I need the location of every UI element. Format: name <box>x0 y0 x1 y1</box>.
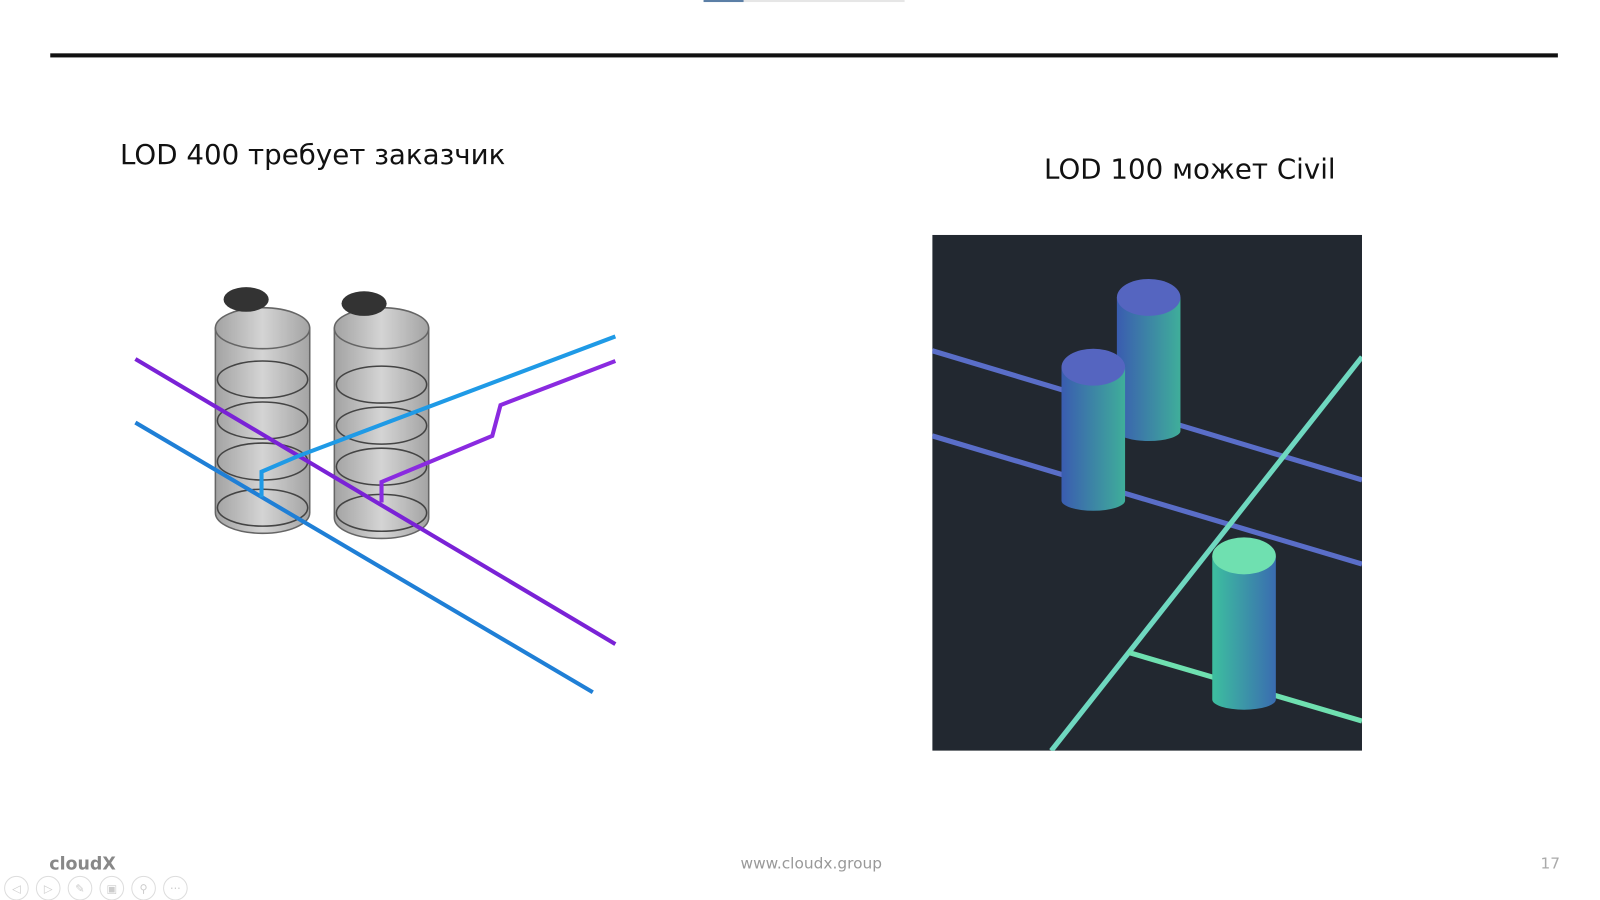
zoom-icon[interactable]: ⚲ <box>131 875 156 900</box>
slideshow-controls: ◁ ▷ ✎ ▣ ⚲ ··· <box>4 875 188 900</box>
pen-icon[interactable]: ✎ <box>67 875 93 900</box>
lod100-model-image <box>932 234 1362 751</box>
previous-icon[interactable]: ◁ <box>4 875 29 900</box>
progress-fill <box>703 0 744 3</box>
next-icon[interactable]: ▷ <box>35 875 61 900</box>
right-title: LOD 100 может Civil <box>1044 153 1336 186</box>
footer-url: www.cloudx.group <box>740 854 883 873</box>
slides-icon[interactable]: ▣ <box>99 875 125 900</box>
page-number: 17 <box>1540 854 1561 873</box>
more-icon[interactable]: ··· <box>163 875 188 900</box>
header-divider <box>50 53 1558 58</box>
left-title: LOD 400 требует заказчик <box>119 139 506 172</box>
cloudx-logo: cloudX <box>49 854 116 875</box>
lod400-model-image <box>134 287 617 695</box>
slide-progress-bar <box>703 0 905 3</box>
